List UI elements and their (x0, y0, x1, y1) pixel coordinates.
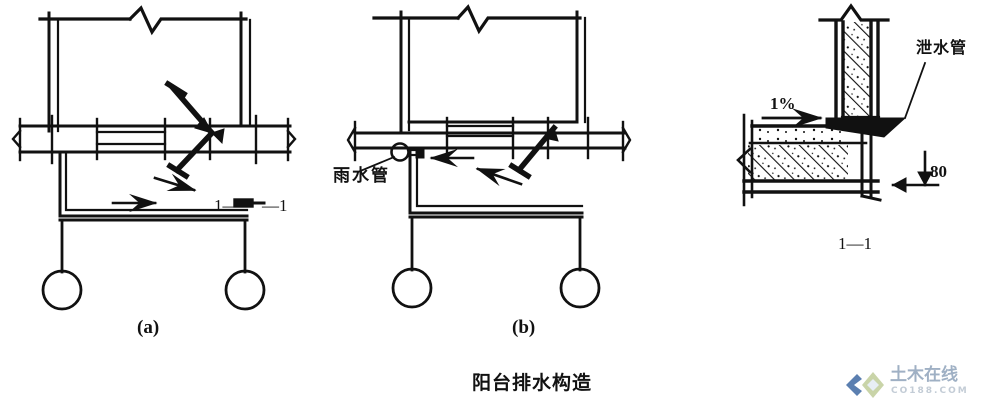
panel-a-drain-symbol (164, 80, 225, 180)
panel-b-right-wall (575, 10, 587, 124)
watermark-brand: 土木在线 (890, 365, 958, 385)
panel-b-rainwater-leader (356, 155, 396, 174)
panel-a-slab-band (11, 114, 297, 165)
panel-a-section-cut-mark (233, 198, 266, 208)
panel-b-flow-arrows (429, 148, 523, 187)
section-mark-right: —1 (262, 196, 288, 215)
panel-a-balcony-outline (58, 150, 249, 222)
figure-caption: 阳台排水构造 (472, 372, 593, 394)
section-drip-wedge (825, 61, 927, 138)
section-mark-left: 1— (214, 196, 240, 215)
panel-section-1-1 (736, 3, 940, 207)
rainwater-pipe-label: 雨水管 (333, 166, 390, 186)
panel-b-label: (b) (512, 317, 536, 338)
watermark-logo-icon (846, 372, 884, 398)
panel-b-columns (391, 215, 601, 309)
panel-b-balcony-outline (408, 146, 584, 219)
panel-b-top-wall (372, 4, 582, 35)
panel-b-drain-symbol (508, 124, 559, 180)
panel-a-label: (a) (137, 317, 160, 338)
section-title: 1—1 (838, 234, 872, 253)
panel-a-plan (11, 5, 297, 311)
panel-b-left-wall (399, 10, 411, 132)
slope-label: 1% (770, 94, 796, 113)
section-parapet-wall (818, 3, 890, 124)
panel-a-left-wall (47, 11, 60, 133)
watermark: 土木在线 CO188.COM (843, 367, 995, 407)
panel-a-columns (41, 218, 266, 311)
section-dimension-80 (891, 150, 940, 193)
panel-b-slab-band (346, 116, 632, 162)
panel-b-plan (346, 4, 632, 309)
panel-a-top-wall (38, 5, 248, 36)
drain-pipe-label: 泄水管 (916, 38, 968, 57)
panel-a-right-wall (239, 11, 252, 128)
panel-b-rainwater-pipe-symbol (390, 142, 425, 162)
dimension-label-80: 80 (930, 162, 947, 181)
panel-a-flow-arrows (111, 173, 197, 213)
watermark-domain: CO188.COM (891, 386, 969, 396)
